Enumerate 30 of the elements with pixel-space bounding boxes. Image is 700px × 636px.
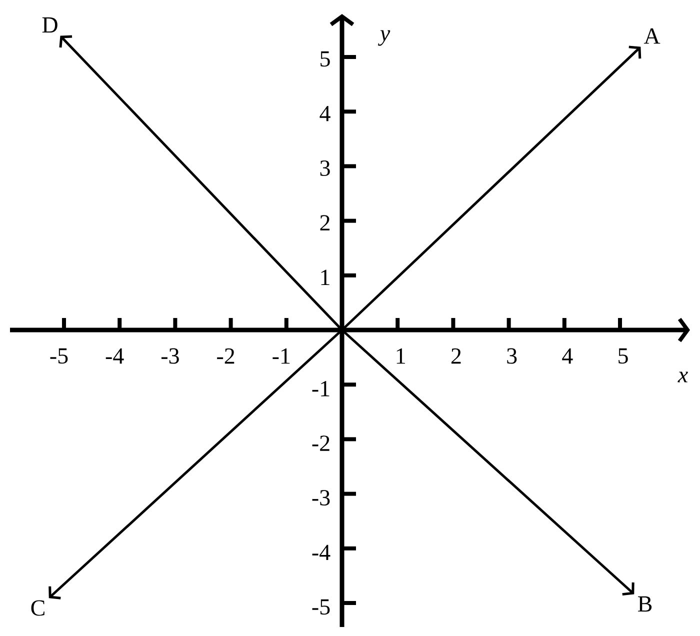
tick-label: -3 bbox=[312, 490, 330, 506]
tick-label: -1 bbox=[312, 381, 330, 396]
tick-label: -5 bbox=[50, 348, 68, 364]
tick-label: -1 bbox=[272, 348, 290, 364]
ray-arrow bbox=[48, 329, 343, 600]
point-label: B bbox=[638, 596, 652, 612]
tick-label: 5 bbox=[618, 348, 628, 364]
point-label: A bbox=[644, 28, 660, 44]
tick-label: 5 bbox=[320, 51, 330, 67]
point-label: C bbox=[31, 600, 44, 616]
point-label: D bbox=[42, 17, 58, 33]
axis-label: x bbox=[678, 372, 688, 382]
tick-label: -2 bbox=[217, 348, 234, 364]
tick-label: -4 bbox=[106, 348, 124, 364]
ray-arrow bbox=[341, 46, 642, 331]
tick-label: 4 bbox=[562, 348, 573, 364]
tick-label: 2 bbox=[320, 215, 330, 230]
tick-label: 1 bbox=[321, 270, 330, 285]
ray-arrow bbox=[341, 329, 634, 596]
tick-label: 3 bbox=[507, 348, 517, 364]
ray-arrow bbox=[59, 35, 343, 331]
tick-label: -2 bbox=[312, 436, 330, 451]
tick-label: -3 bbox=[161, 348, 179, 364]
tick-label: -5 bbox=[312, 599, 330, 615]
tick-label: 2 bbox=[451, 348, 461, 364]
tick-label: 1 bbox=[396, 348, 405, 364]
tick-label: -4 bbox=[312, 544, 330, 560]
tick-label: 4 bbox=[320, 106, 330, 122]
axis-label: y bbox=[378, 30, 390, 46]
tick-label: 3 bbox=[320, 160, 330, 176]
